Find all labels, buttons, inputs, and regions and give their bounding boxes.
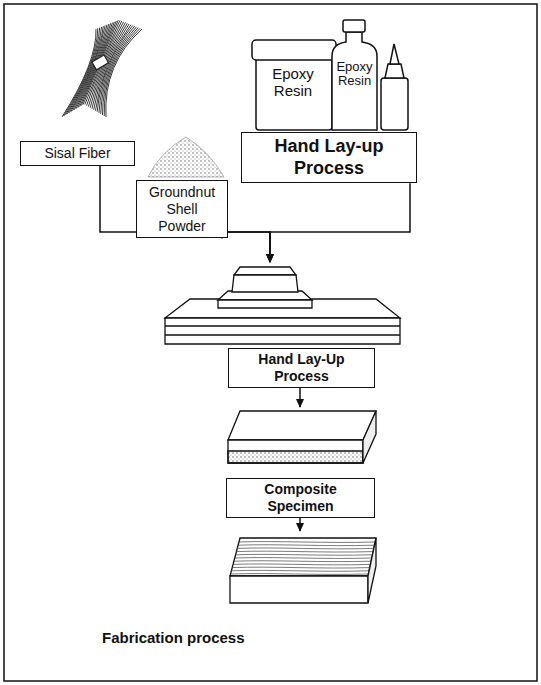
- process-box: Groundnut Shell Powder: [136, 180, 228, 238]
- powder-pile: [148, 137, 224, 177]
- epoxy-bottle: [332, 20, 377, 130]
- process-box: Hand Lay-Up Process: [160, 262, 405, 374]
- figure-caption: Fabrication process: [102, 630, 245, 647]
- box-label: Hand Lay-Up Process: [235, 351, 368, 385]
- container-label: Epoxy Resin: [260, 66, 326, 99]
- final-composite-plate: [230, 538, 376, 603]
- bundle-tie: [92, 55, 109, 70]
- composite-slab-illustration: [220, 407, 380, 478]
- process-box: Composite Specimen: [220, 407, 380, 503]
- flow-arrow: [222, 232, 270, 262]
- label-box: Hand Lay-Up Process: [228, 348, 375, 388]
- box-label: Hand Lay-up Process: [264, 136, 394, 179]
- box-label: Sisal Fiber: [44, 145, 110, 162]
- label-box: Composite Specimen: [226, 478, 375, 518]
- process-box: Sisal Fiber: [20, 141, 135, 166]
- box-label: Composite Specimen: [233, 481, 368, 515]
- container-label: Epoxy Resin: [333, 60, 376, 89]
- process-box: Hand Lay-up Process: [241, 132, 417, 183]
- frame: [4, 4, 537, 681]
- box-label: Groundnut Shell Powder: [143, 184, 221, 234]
- dropper-bottle: [381, 44, 408, 130]
- mold-layup-illustration: [160, 262, 405, 348]
- flow-arrow: [270, 183, 410, 262]
- epoxy-jar: [252, 40, 336, 130]
- sisal-fiber-bundle: [62, 20, 142, 117]
